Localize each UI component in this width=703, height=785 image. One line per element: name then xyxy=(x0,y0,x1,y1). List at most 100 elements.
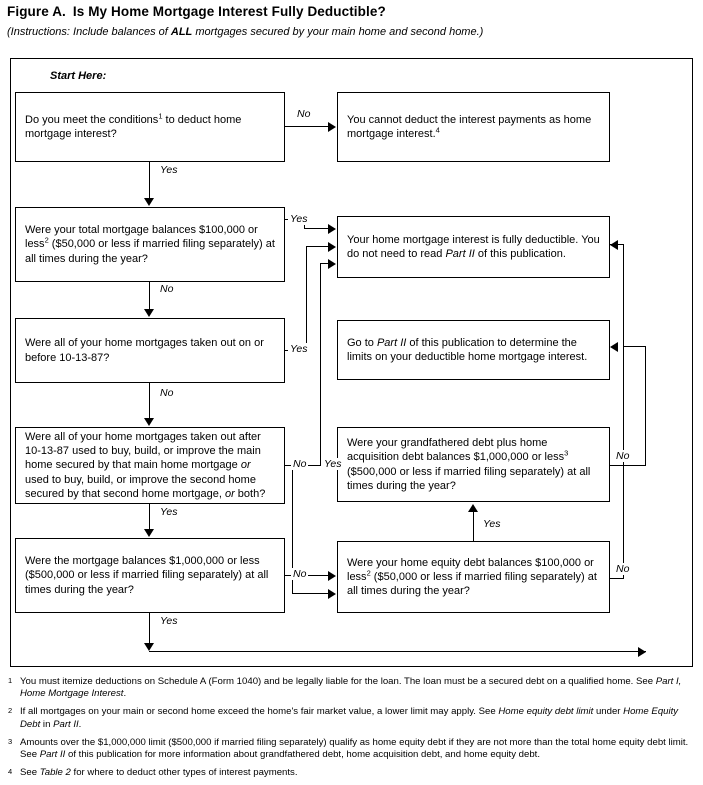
edge-q4-yes-line xyxy=(149,504,151,529)
footnote-3-text-a: Amounts over the $1,000,000 limit ($500,… xyxy=(20,736,689,761)
node-go-to-part-ii[interactable]: Go to Part II of this publication to det… xyxy=(337,320,610,380)
footnote-3-text-b: of this publication for more information… xyxy=(65,749,541,761)
node-q7-sup: 2 xyxy=(366,568,371,578)
node-q6-mortgage-balances[interactable]: Were the mortgage balances $1,000,000 or… xyxy=(15,538,285,613)
footnote-2: 2 If all mortgages on your main or second… xyxy=(6,706,698,731)
edge-label-q2-no: No xyxy=(158,283,176,295)
edge-q3-yes-h2 xyxy=(306,246,329,248)
figure-instructions: (Instructions: Include balances of ALL m… xyxy=(7,26,483,38)
node-q1-text-a: Do you meet the conditions xyxy=(25,113,159,126)
start-here-label: Start Here: xyxy=(50,70,107,82)
footnote-2-text-b: under xyxy=(593,706,624,718)
edge-q7-no-arrow xyxy=(610,239,618,250)
edge-q4yes-h2 xyxy=(320,263,329,265)
node-q2-text-a: Were your total mortgage balances $100,0… xyxy=(25,224,258,251)
edge-label-q6-yes: Yes xyxy=(158,615,180,627)
node-fully-text-b: of this publication. xyxy=(474,248,566,260)
edge-label-q3-yes: Yes xyxy=(288,343,310,355)
edge-q1-no-line xyxy=(285,126,329,128)
edge-label-q5-yes: Yes xyxy=(322,458,344,470)
edge-q4-no-v xyxy=(292,465,294,576)
edge-q6-no-h2 xyxy=(292,593,329,595)
node-q1-sup: 1 xyxy=(158,111,163,121)
node-q4-text-c: both? xyxy=(234,487,266,500)
edge-label-q3-no: No xyxy=(158,387,176,399)
edge-q6-yes-h xyxy=(149,651,646,653)
node-fully-text-a: Your home mortgage interest is fully ded… xyxy=(347,233,600,260)
edge-q2-yes-h2 xyxy=(304,228,329,230)
edge-q7-no-h1 xyxy=(610,578,624,580)
edge-q6-no-h1 xyxy=(285,575,293,577)
node-q1-conditions[interactable]: Do you meet the conditions1 to deduct ho… xyxy=(15,92,285,162)
instructions-pre: (Instructions: Include balances of xyxy=(7,26,171,38)
edge-q2-yes-arrow xyxy=(328,223,336,234)
footnote-4-text-b: for where to deduct other types of inter… xyxy=(70,766,298,778)
node-q4-text-b: used to buy, build, or improve the secon… xyxy=(25,473,256,500)
node-fully-italic: Part II xyxy=(445,248,475,260)
footnote-1-marker: 1 xyxy=(8,676,13,685)
node-q1-text-b: to deduct home mortgage interest? xyxy=(25,113,242,140)
node-q6-text: Were the mortgage balances $1,000,000 or… xyxy=(25,555,269,596)
edge-q5-no-arrow xyxy=(610,341,618,352)
edge-q4yes-v xyxy=(320,263,322,466)
footnote-2-italic: Home equity debt limit xyxy=(498,706,594,718)
edge-label-q6-no: No xyxy=(291,568,309,580)
node-q2-total-balances[interactable]: Were your total mortgage balances $100,0… xyxy=(15,207,285,282)
edge-q3-yes-arrow xyxy=(328,241,336,252)
edge-q7-yes-line xyxy=(473,512,475,541)
edge-q5-no-h1 xyxy=(610,465,646,467)
edge-q7-yes-arrow xyxy=(468,504,479,512)
footnote-1-italic: Part I, Home Mortgage Interest xyxy=(20,676,682,700)
node-q5-grandfathered[interactable]: Were your grandfathered debt plus home a… xyxy=(337,427,610,502)
node-q3-text: Were all of your home mortgages taken ou… xyxy=(25,337,264,364)
edge-label-q5-no: No xyxy=(614,450,632,462)
footnote-2-marker: 2 xyxy=(8,706,13,716)
node-fully-deductible[interactable]: Your home mortgage interest is fully ded… xyxy=(337,216,610,278)
edge-q6-yes-arrow-right xyxy=(638,646,646,657)
edge-q5-no-v xyxy=(645,346,647,466)
edge-label-q7-yes: Yes xyxy=(481,518,503,530)
footnote-2-text-c: in xyxy=(40,718,54,730)
edge-q2-no-line xyxy=(149,282,151,310)
edge-q1-yes-arrow xyxy=(144,198,155,206)
node-q5-sup: 3 xyxy=(564,448,569,458)
footnote-2-italic2: Home Equity Debt xyxy=(20,706,679,730)
node-q3-before-101387[interactable]: Were all of your home mortgages taken ou… xyxy=(15,318,285,383)
edge-q1-yes-line xyxy=(149,162,151,199)
node-q4-text-a: Were all of your home mortgages taken ou… xyxy=(25,430,261,472)
edge-q3-no-arrow xyxy=(144,418,155,426)
edge-label-q2-yes: Yes xyxy=(288,213,310,225)
edge-q4-no-h2 xyxy=(292,575,329,577)
footnote-2-italic3: Part II xyxy=(53,718,79,730)
node-q4-italic2: or xyxy=(224,487,235,500)
figure-title-text: Is My Home Mortgage Interest Fully Deduc… xyxy=(72,4,386,19)
edge-label-q1-yes: Yes xyxy=(158,164,180,176)
edge-q2-no-arrow xyxy=(144,309,155,317)
node-q2-text-b: ($50,000 or less if married filing separ… xyxy=(25,238,275,265)
edge-q6-no-arrow xyxy=(328,588,336,599)
edge-q6-no-v xyxy=(292,575,294,594)
node-cannot-sup: 4 xyxy=(435,125,440,135)
node-q5-text-b: ($500,000 or less if married filing sepa… xyxy=(347,465,591,492)
edge-q3-no-line xyxy=(149,383,151,418)
edge-q5-no-h2 xyxy=(623,346,646,348)
edge-q4-no-arrow xyxy=(328,570,336,581)
instructions-bold: ALL xyxy=(170,26,193,38)
node-cannot-text: You cannot deduct the interest payments … xyxy=(347,113,592,140)
node-q4-after-101387[interactable]: Were all of your home mortgages taken ou… xyxy=(15,427,285,504)
node-q2-sup: 2 xyxy=(44,235,49,245)
node-q7-home-equity[interactable]: Were your home equity debt balances $100… xyxy=(337,541,610,613)
node-cannot-deduct[interactable]: You cannot deduct the interest payments … xyxy=(337,92,610,162)
edge-q6-yes-v xyxy=(149,613,151,648)
footnote-4-italic: Table 2 xyxy=(39,766,71,778)
footnote-2-text-d: . xyxy=(78,718,82,730)
node-q7-text-b: ($50,000 or less if married filing separ… xyxy=(347,570,597,598)
node-partii-italic: Part II xyxy=(376,336,407,349)
edge-q4-yes-arrow xyxy=(144,529,155,537)
footnote-2-text-a: If all mortgages on your main or second … xyxy=(20,706,499,718)
node-q5-text-a: Were your grandfathered debt plus home a… xyxy=(347,437,565,464)
node-q4-italic: or xyxy=(240,459,251,472)
